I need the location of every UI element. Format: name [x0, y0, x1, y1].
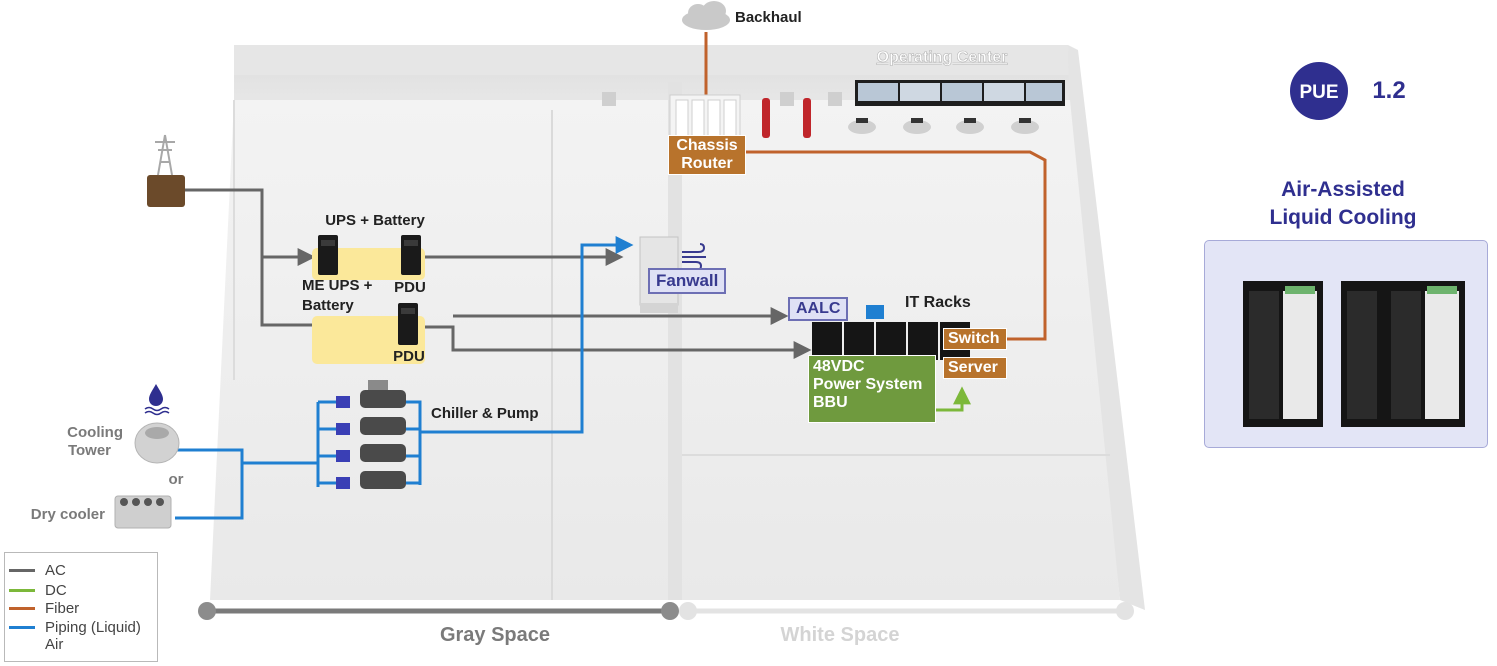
legend-label-dc: DC: [45, 581, 67, 599]
legend-label-piping: Piping (Liquid): [45, 618, 141, 636]
power-system-line1: 48VDC: [813, 358, 865, 375]
white-space-start-dot: [679, 602, 697, 620]
power-system-line3: BBU: [813, 393, 848, 411]
fire-extinguishers: [762, 98, 811, 138]
rack-cabinet-2: [1341, 281, 1385, 427]
pue-value: 1.2: [1372, 77, 1405, 104]
pdu-cabinet-top: [401, 235, 421, 275]
legend-label-fiber: Fiber: [45, 599, 80, 617]
workstations: [848, 118, 1039, 134]
switch-tag: Switch: [943, 328, 1007, 350]
power-system-tag: 48VDC Power System BBU: [808, 355, 936, 423]
battery-label: Battery: [302, 297, 354, 314]
rack-cabinet-1: [1243, 281, 1323, 427]
legend: AC DC Fiber Piping (Liquid) Air: [4, 552, 158, 662]
gray-space-start-dot: [198, 602, 216, 620]
pdu-cabinet-bottom: [398, 303, 418, 345]
legend-swatch-ac: [9, 568, 35, 572]
legend-label-ac: AC: [45, 561, 66, 579]
legend-item-fiber: Fiber: [9, 599, 79, 617]
legend-item-piping: Piping (Liquid): [9, 618, 141, 636]
backhaul-label: Backhaul: [735, 9, 802, 26]
ac-pdu-to-power: [425, 325, 812, 359]
water-drop-icon: [144, 384, 170, 416]
pipe-branches-left: [318, 400, 345, 485]
me-ups-label: ME UPS +: [302, 277, 373, 294]
cloud-icon: [682, 1, 730, 30]
or-label: or: [169, 471, 184, 488]
ups-cabinet: [318, 235, 338, 275]
white-space-end-dot: [1116, 602, 1134, 620]
pdu-top-label: PDU: [394, 279, 426, 296]
chassis-label: Chassis: [676, 137, 738, 154]
pue-badge-label: PUE: [1299, 82, 1338, 103]
pue-badge: PUE: [1290, 62, 1348, 120]
operating-center: [855, 80, 1065, 106]
wall-panel: [828, 92, 842, 106]
legend-label-air: Air: [45, 635, 64, 653]
wall-panel: [602, 92, 616, 106]
space-bars: Gray Space White Space: [198, 602, 1134, 646]
chiller-pump-units: [336, 380, 406, 489]
it-racks-label: IT Racks: [905, 294, 971, 311]
rack-cabinet-3: [1385, 281, 1465, 427]
cooling-tower-label-line1: Cooling: [67, 424, 123, 441]
dc-lines: [935, 386, 971, 412]
pdu-highlight: [312, 316, 425, 364]
pdu-bottom-label: PDU: [393, 348, 425, 365]
cooling-tower-label-line2: Tower: [68, 442, 111, 459]
ups-battery-label: UPS + Battery: [325, 212, 425, 229]
ups-highlight: [312, 248, 425, 280]
legend-swatch-air: [9, 643, 35, 646]
cooling-title-line2: Liquid Cooling: [1270, 206, 1417, 229]
power-system-line2: Power System: [813, 375, 923, 393]
router-label: Router: [681, 154, 733, 172]
chiller-pump-label: Chiller & Pump: [431, 405, 539, 422]
legend-swatch-fiber: [9, 606, 35, 610]
fiber-lines: [704, 32, 1047, 341]
dry-cooler-label: Dry cooler: [31, 506, 105, 523]
gray-space-label: Gray Space: [440, 624, 550, 646]
fanwall-tag: Fanwall: [648, 268, 727, 294]
legend-swatch-dc: [9, 588, 35, 592]
white-space-label: White Space: [781, 624, 900, 646]
pipe-branches-right: [405, 400, 422, 485]
pipe-cooler-loop: [175, 448, 244, 520]
pipe-to-fanwall: [420, 236, 634, 434]
liquid-cooling-racks-image: [1243, 281, 1465, 427]
operating-center-label: Operating Center: [877, 49, 1008, 66]
dc-power-to-rack: [935, 386, 971, 412]
chassis-router-tag: Chassis Router: [668, 135, 746, 175]
legend-item-dc: DC: [9, 581, 67, 599]
legend-swatch-piping: [9, 625, 35, 629]
aalc-tag: AALC: [788, 297, 849, 321]
piping-lines: [175, 236, 634, 520]
gray-space-end-dot: [661, 602, 679, 620]
cooling-image-panel: [1204, 240, 1488, 448]
router-switch-fiber: [740, 150, 1047, 341]
server-tag: Server: [943, 357, 1007, 379]
cooling-title-line1: Air-Assisted: [1281, 178, 1405, 201]
legend-item-ac: AC: [9, 561, 66, 579]
legend-item-air: Air: [9, 635, 63, 653]
dry-cooler-icon: [114, 495, 172, 529]
power-tower-icon: [147, 134, 185, 207]
cooling-tower-icon: [134, 422, 180, 464]
wall-panel: [780, 92, 794, 106]
aalc-unit: [866, 305, 884, 319]
